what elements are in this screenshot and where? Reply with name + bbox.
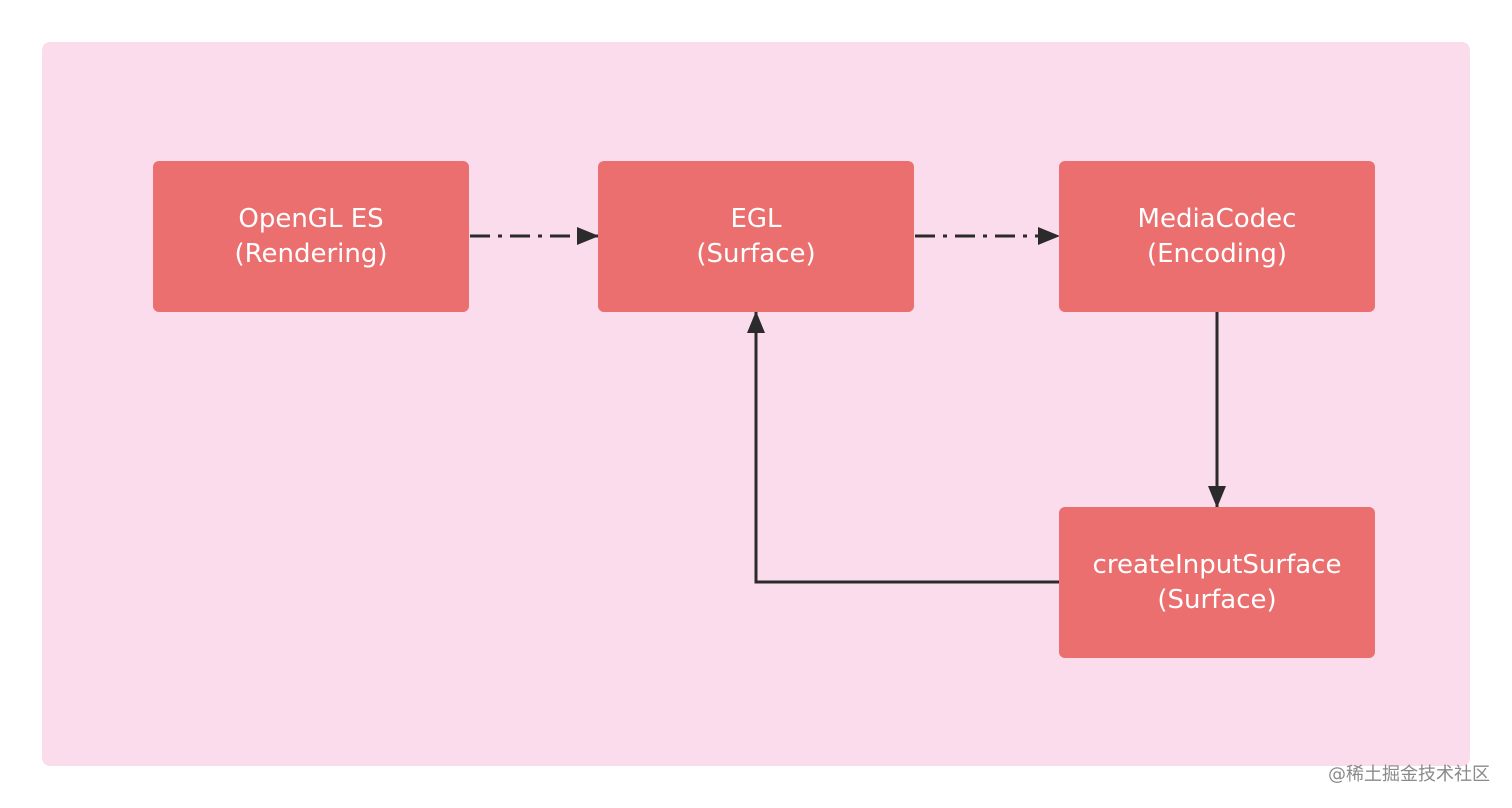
node-opengl-es-subtitle: (Rendering) — [234, 238, 388, 269]
node-mediacodec: MediaCodec (Encoding) — [1059, 161, 1375, 312]
node-egl-title: EGL — [730, 203, 782, 234]
node-mediacodec-title: MediaCodec — [1137, 203, 1297, 234]
node-create-input-surface: createInputSurface (Surface) — [1059, 507, 1375, 658]
node-create-input-surface-subtitle: (Surface) — [1157, 584, 1277, 615]
watermark: @稀土掘金技术社区 — [1328, 764, 1490, 785]
node-opengl-es-title: OpenGL ES — [238, 203, 384, 234]
edge-createinput-to-egl — [747, 311, 1059, 584]
node-mediacodec-subtitle: (Encoding) — [1146, 238, 1288, 269]
node-egl: EGL (Surface) — [598, 161, 914, 312]
node-opengl-es: OpenGL ES (Rendering) — [153, 161, 469, 312]
node-create-input-surface-title: createInputSurface — [1092, 549, 1342, 580]
node-egl-subtitle: (Surface) — [696, 238, 816, 269]
